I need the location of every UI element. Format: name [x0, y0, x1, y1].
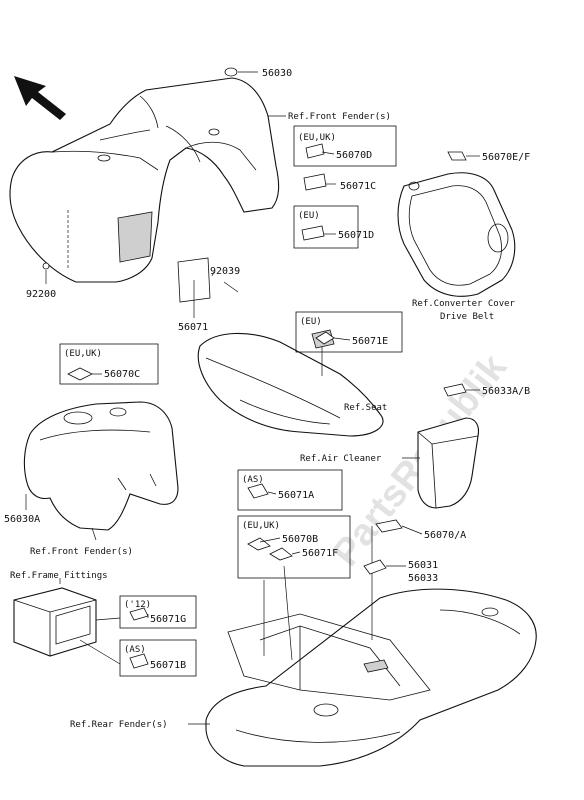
- label-56030: 56030: [262, 68, 292, 79]
- decal-56070c: [67, 367, 93, 381]
- label-56071a: 56071A: [278, 490, 314, 501]
- label-56071b: 56071B: [150, 660, 186, 671]
- decal-56071c: [303, 173, 327, 191]
- label-56071d: 56071D: [338, 230, 374, 241]
- ref-rear-fender: Ref.Rear Fender(s): [70, 720, 168, 730]
- region-eu-uk-2: (EU,UK): [64, 349, 102, 359]
- box-eu-uk-1: [293, 125, 397, 167]
- box-eu-uk-3: [237, 515, 351, 579]
- region-as-2: (AS): [124, 645, 146, 655]
- box-y12: [119, 595, 197, 629]
- box-as-2: [119, 639, 197, 677]
- rear-fender: [188, 526, 537, 767]
- region-y12: ('12): [124, 600, 151, 610]
- decal-56070d: [305, 143, 325, 159]
- front-fender-upper: [9, 77, 280, 283]
- label-56070ef: 56070E/F: [482, 152, 530, 163]
- converter-cover: [397, 151, 516, 297]
- box-eu-2: [295, 311, 403, 353]
- region-eu-1: (EU): [298, 211, 320, 221]
- ref-seat: Ref.Seat: [344, 403, 387, 413]
- ref-converter-cover: Ref.Converter Cover: [412, 299, 516, 309]
- label-56033ab: 56033A/B: [482, 386, 530, 397]
- label-56033: 56033: [408, 573, 438, 584]
- air-cleaner: [402, 383, 480, 509]
- label-56031: 56031: [408, 560, 438, 571]
- label-56070b: 56070B: [282, 534, 318, 545]
- label-56071c: 56071C: [340, 181, 376, 192]
- label-56030a: 56030A: [4, 514, 40, 525]
- label-56071g: 56071G: [150, 614, 186, 625]
- ref-air-cleaner: Ref.Air Cleaner: [300, 454, 382, 464]
- label-56071: 56071: [178, 322, 208, 333]
- region-eu-uk-1: (EU,UK): [298, 133, 336, 143]
- clip-92200: [42, 262, 50, 270]
- cap-56030: [224, 67, 238, 77]
- front-fender-lower: [23, 401, 179, 541]
- label-92039: 92039: [210, 266, 240, 277]
- frame-fittings-box: [13, 587, 97, 657]
- ref-frame-fittings: Ref.Frame Fittings: [10, 571, 108, 581]
- decal-56070a: [375, 519, 403, 533]
- label-56071f: 56071F: [302, 548, 338, 559]
- label-56070a: 56070/A: [424, 530, 466, 541]
- box-as-1: [237, 469, 343, 511]
- label-56070d: 56070D: [336, 150, 372, 161]
- label-92200: 92200: [26, 289, 56, 300]
- label-56071e: 56071E: [352, 336, 388, 347]
- region-eu-2: (EU): [300, 317, 322, 327]
- ref-front-fender-1: Ref.Front Fender(s): [288, 112, 391, 122]
- decal-56031: [363, 559, 387, 575]
- box-eu-uk-2: [59, 343, 159, 385]
- ref-front-fender-2: Ref.Front Fender(s): [30, 547, 133, 557]
- decal-56071d: [301, 225, 325, 241]
- label-56070c: 56070C: [104, 369, 140, 380]
- region-as-1: (AS): [242, 475, 264, 485]
- ref-drive-belt: Drive Belt: [440, 312, 494, 322]
- box-eu-1: [293, 205, 359, 249]
- region-eu-uk-3: (EU,UK): [242, 521, 280, 531]
- direction-arrow-icon: [14, 76, 66, 120]
